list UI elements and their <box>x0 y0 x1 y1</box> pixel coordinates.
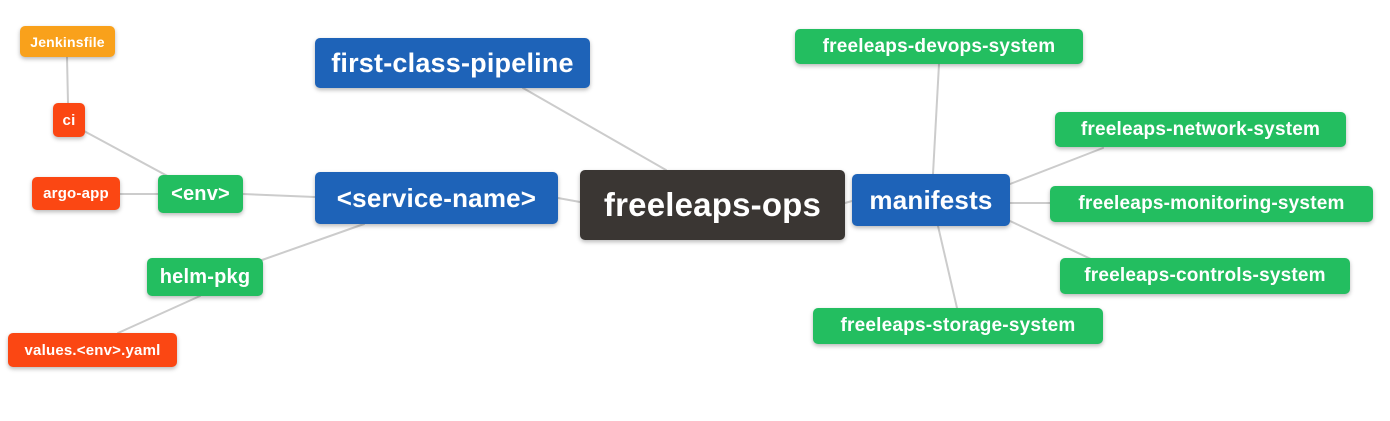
edge-env-to-service-name <box>242 193 316 198</box>
mindmap-node-env[interactable]: <env> <box>158 175 243 213</box>
edge-freeleaps-ops-to-manifests <box>844 200 853 204</box>
mindmap-node-argo-app[interactable]: argo-app <box>32 177 120 210</box>
edge-helm-pkg-to-service-name <box>261 223 365 261</box>
edge-manifests-to-network-system <box>1009 147 1104 185</box>
mindmap-node-first-class-pipeline[interactable]: first-class-pipeline <box>315 38 590 88</box>
edge-service-name-to-freeleaps-ops <box>557 197 581 203</box>
edge-values-env-yaml-to-helm-pkg <box>117 295 201 334</box>
mindmap-node-jenkinsfile[interactable]: Jenkinsfile <box>20 26 115 57</box>
mindmap-node-manifests[interactable]: manifests <box>852 174 1010 226</box>
mindmap-node-storage-system[interactable]: freeleaps-storage-system <box>813 308 1103 344</box>
mindmap-node-network-system[interactable]: freeleaps-network-system <box>1055 112 1346 147</box>
mindmap-node-service-name[interactable]: <service-name> <box>315 172 558 224</box>
edge-manifests-to-devops-system <box>932 63 940 175</box>
edge-manifests-to-controls-system <box>1009 220 1094 261</box>
mindmap-node-devops-system[interactable]: freeleaps-devops-system <box>795 29 1083 64</box>
mindmap-node-values-env-yaml[interactable]: values.<env>.yaml <box>8 333 177 367</box>
mindmap-node-ci[interactable]: ci <box>53 103 85 137</box>
edge-first-class-pipeline-to-freeleaps-ops <box>522 87 667 171</box>
mindmap-node-monitoring-system[interactable]: freeleaps-monitoring-system <box>1050 186 1373 222</box>
mindmap-node-controls-system[interactable]: freeleaps-controls-system <box>1060 258 1350 294</box>
mindmap-node-helm-pkg[interactable]: helm-pkg <box>147 258 263 296</box>
edge-jenkinsfile-to-ci <box>66 56 69 104</box>
mindmap-node-freeleaps-ops[interactable]: freeleaps-ops <box>580 170 845 240</box>
edge-manifests-to-storage-system <box>937 225 958 309</box>
edge-ci-to-env <box>83 130 174 180</box>
